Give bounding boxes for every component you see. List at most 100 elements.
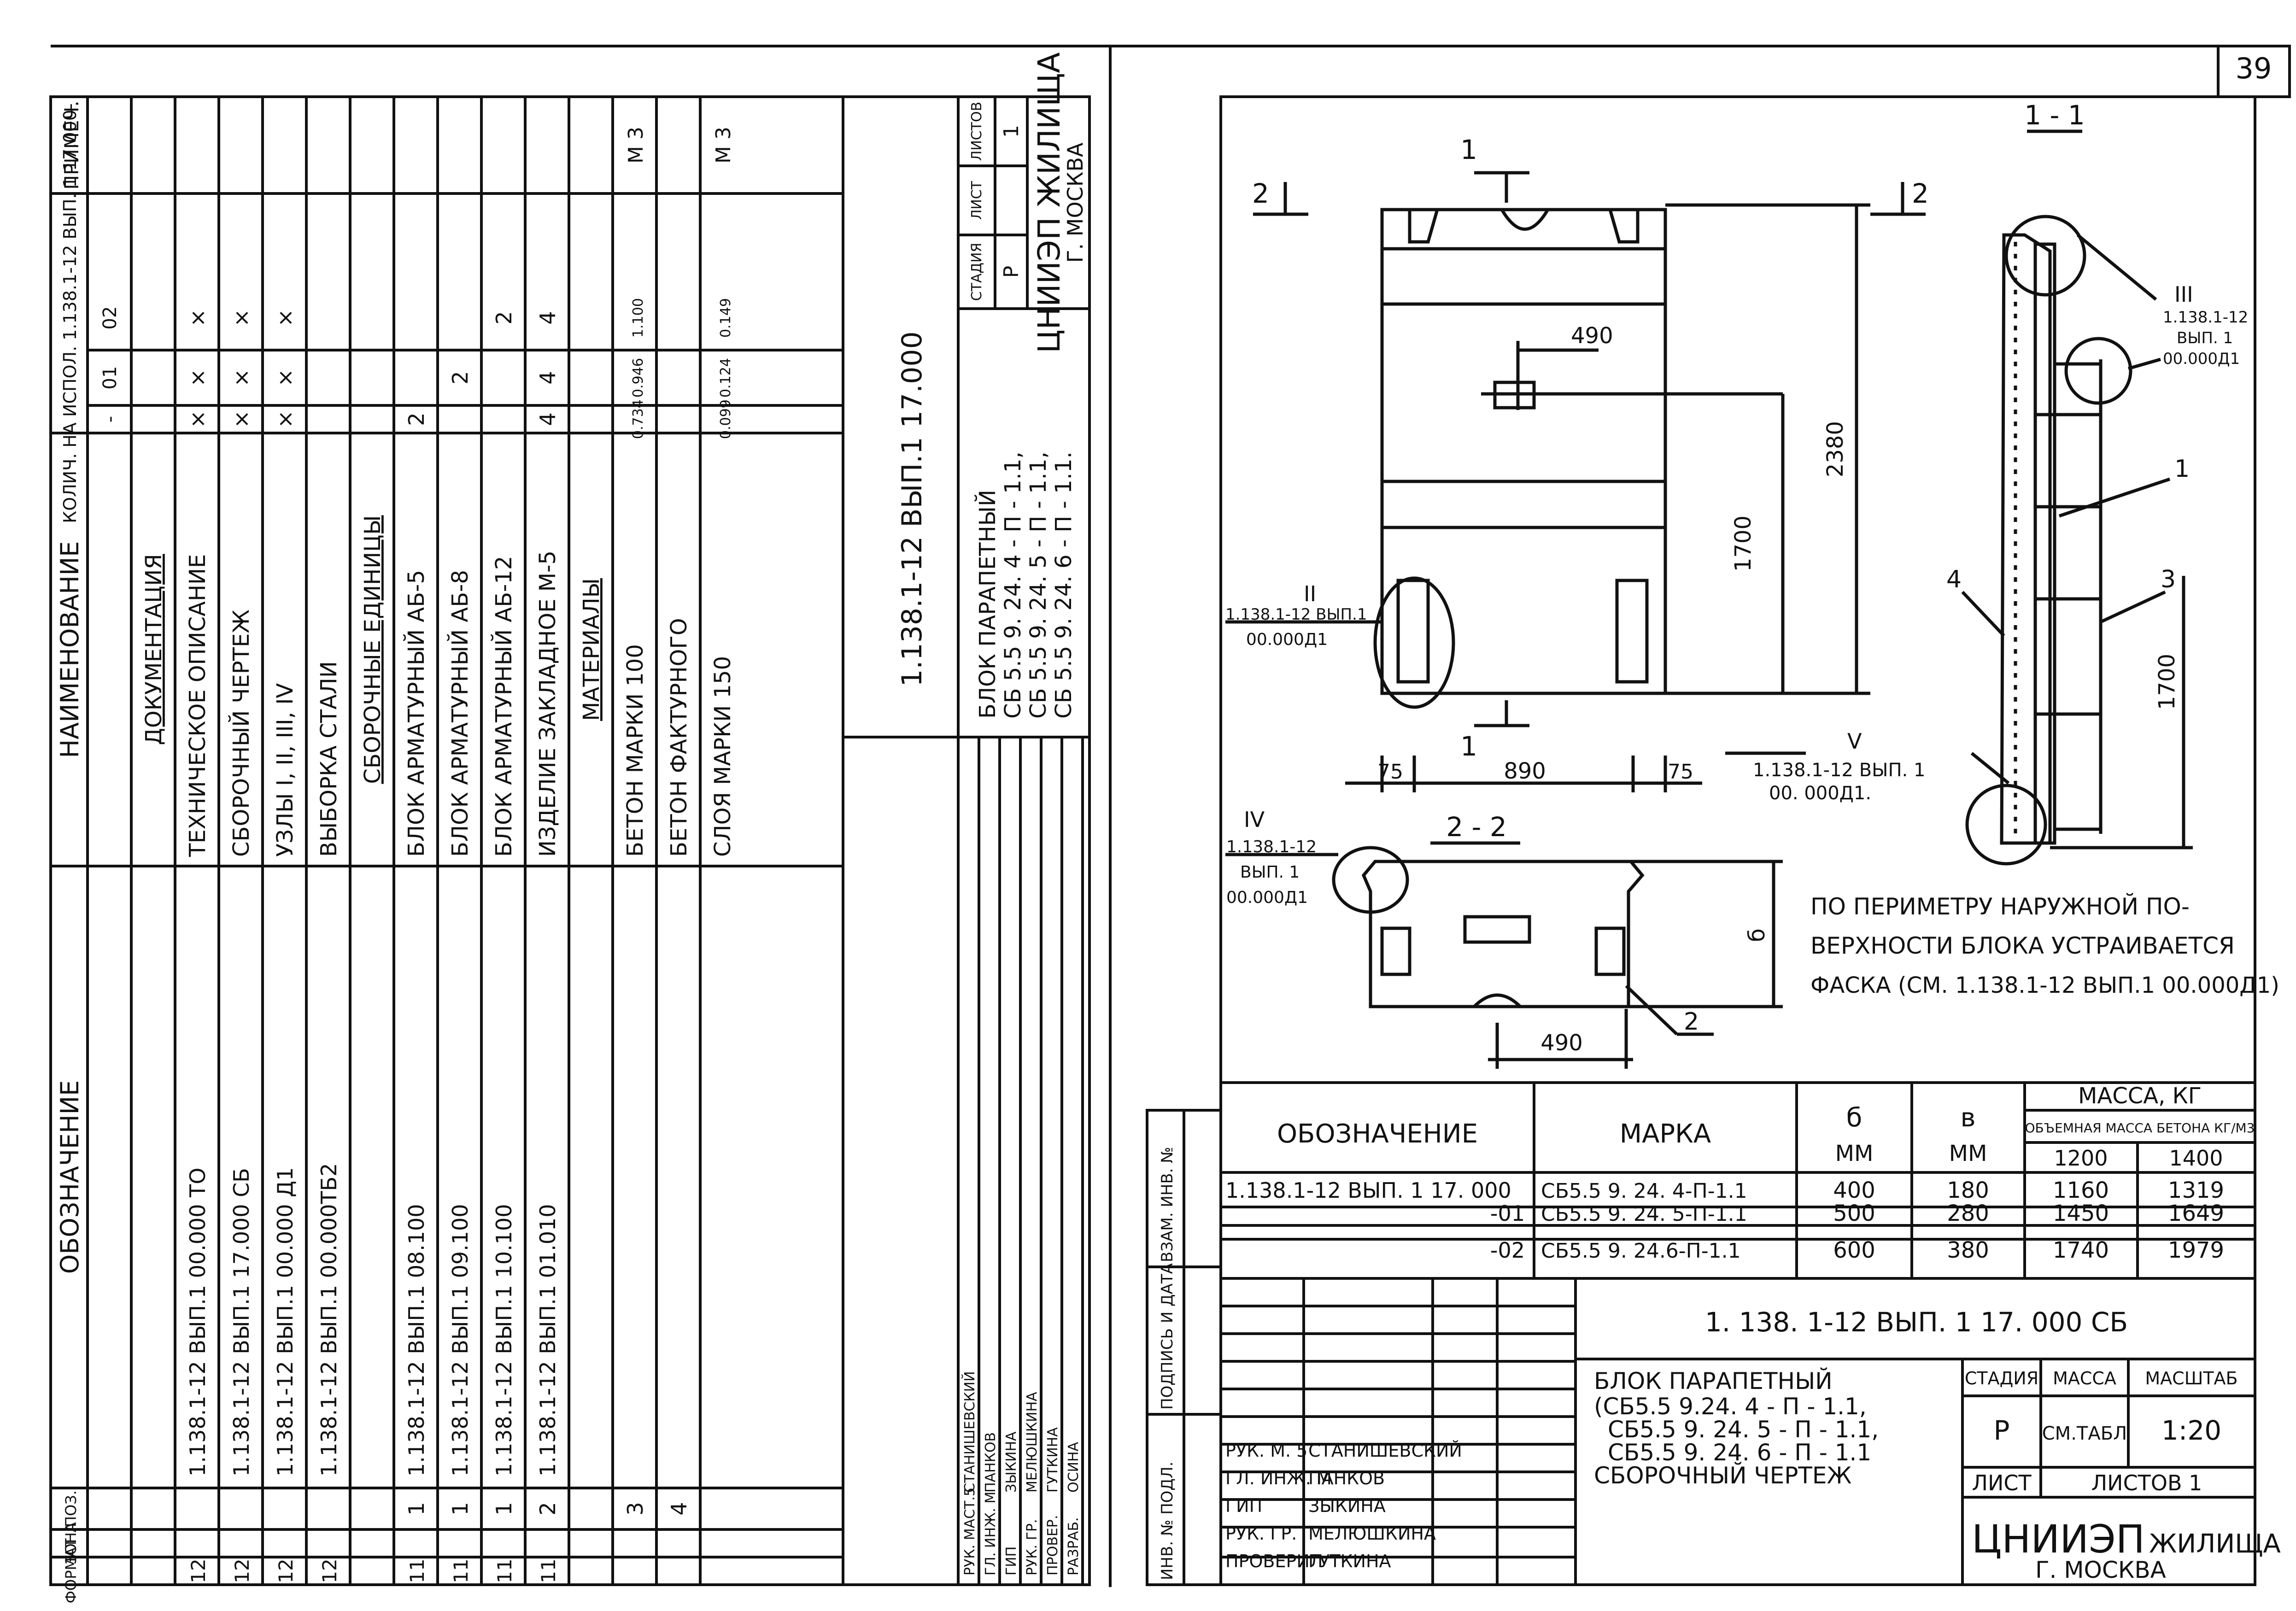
title-line-4: СБ5.5 9. 24. 6 - П - 1.1 <box>1608 1439 1871 1466</box>
spec-row-note: М 3 <box>712 127 735 164</box>
spec-signer-role: РУК. МАСТ.5 <box>962 1488 978 1576</box>
section-1-mark-bottom: 1 <box>1460 731 1477 762</box>
spec-signer-name: ГУТКИНА <box>1045 1427 1061 1493</box>
marks-row-v: 380 <box>1947 1237 1989 1263</box>
header-quantity: КОЛИЧ. НА ИСПОЛ. 1.138.1-12 ВЫП. 1 17.00… <box>60 103 80 523</box>
spec-row-name: СБОРОЧНЫЙ ЧЕРТЕЖ <box>228 609 254 857</box>
marks-header-v: в <box>1960 1103 1975 1133</box>
spec-stamp-grid <box>843 97 1089 1585</box>
spec-row-qty: × <box>185 369 210 387</box>
marks-header-b: б <box>1846 1103 1863 1133</box>
spec-row-qty: 0.734 <box>630 399 646 439</box>
spec-stamp-title-line: СБ 5.5 9. 24. 5 - П - 1.1, <box>1025 451 1051 719</box>
node-ii-label: II <box>1304 581 1316 606</box>
specification-headers: ФОРМАТЗОНАПОЗ.ОБОЗНАЧЕНИЕНАИМЕНОВАНИЕКОЛ… <box>55 100 84 1603</box>
specification-rotated: ФОРМАТЗОНАПОЗ.ОБОЗНАЧЕНИЕНАИМЕНОВАНИЕКОЛ… <box>49 52 1089 1604</box>
spec-row-name: БЛОК АРМАТУРНЫЙ АБ-8 <box>447 570 473 857</box>
marks-row-designation: -01 <box>1490 1201 1525 1226</box>
spec-row-designation: 1.138.1-12 ВЫП.1 00.000ТБ2 <box>316 1163 341 1476</box>
spec-signer-name: ОСИНА <box>1066 1441 1082 1493</box>
title-signer-row: РУК. ГР.МЕЛЮШКИНА <box>1225 1523 1436 1544</box>
spec-row-name: СЛОЯ МАРКИ 150 <box>710 656 736 857</box>
qty-column-header: 02 <box>100 306 121 330</box>
spec-row: СБОРОЧНЫЕ ЕДИНИЦЫ <box>360 515 386 784</box>
spec-row-name: БЛОК АРМАТУРНЫЙ АБ-5 <box>403 570 429 857</box>
dim-490-bottom: 490 <box>1540 1030 1583 1056</box>
spec-row-qty: 1.100 <box>630 298 646 338</box>
stage-value: Р <box>1994 1415 2010 1446</box>
spec-row-pos: 2 <box>535 1502 560 1515</box>
spec-row-format: 12 <box>275 1558 297 1583</box>
spec-row-pos: 1 <box>448 1502 473 1515</box>
marks-header-density: ОБЪЕМНАЯ МАССА БЕТОНА КГ/М3 <box>2025 1120 2255 1136</box>
qty-column-header: - <box>100 416 121 422</box>
title-signer-role: РУК. М. 5 <box>1225 1441 1307 1461</box>
section-22-outline <box>1361 860 1645 1008</box>
callout-1: 1 <box>2174 455 2190 483</box>
chamfer-note-line-3: ФАСКА (СМ. 1.138.1-12 ВЫП.1 00.000Д1) <box>1810 972 2279 998</box>
spec-row-qty: × <box>229 369 254 387</box>
spec-signer-role: ПРОВЕР. <box>1045 1515 1061 1576</box>
title-signer-name: МЕЛЮШКИНА <box>1308 1523 1436 1544</box>
spec-stamp-title-line: СБ 5.5 9. 24. 4 - П - 1.1, <box>1000 451 1026 719</box>
chamfer-note-line-2: ВЕРХНОСТИ БЛОКА УСТРАИВАЕТСЯ <box>1810 932 2235 959</box>
spec-row-pos: 1 <box>404 1502 429 1515</box>
chamfer-note-line-1: ПО ПЕРИМЕТРУ НАРУЖНОЙ ПО- <box>1810 893 2190 920</box>
node-iii-ref2: ВЫП. 1 <box>2177 329 2233 347</box>
spec-row: ДОКУМЕНТАЦИЯ <box>141 554 167 745</box>
spec-signer-name: ПАНКОВ <box>983 1432 999 1493</box>
spec-row-qty: 0.149 <box>718 298 734 338</box>
marks-row-b: 400 <box>1833 1177 1875 1203</box>
spec-stamp-stage: Р <box>1000 266 1023 278</box>
marks-row-lines <box>1221 1206 2255 1241</box>
spec-stamp-title-line: БЛОК ПАРАПЕТНЫЙ <box>974 490 1001 719</box>
sheet-label: ЛИСТ <box>1972 1470 2032 1495</box>
title-line-1: БЛОК ПАРАПЕТНЫЙ <box>1594 1367 1833 1394</box>
spec-row-qty: 4 <box>535 371 560 384</box>
spec-row-format: 11 <box>537 1558 560 1583</box>
marks-row-designation: -02 <box>1490 1238 1525 1263</box>
spec-row-designation: 1.138.1-12 ВЫП.1 01.010 <box>535 1204 560 1476</box>
node-iii-label: III <box>2174 282 2193 307</box>
marks-row-mark: СБ5.5 9. 24. 4-П-1.1 <box>1541 1179 1747 1203</box>
marks-header-b-unit: ММ <box>1835 1141 1874 1166</box>
organization-name: ЦНИИЭП <box>1972 1517 2145 1562</box>
spec-stamp-org: ЦНИИЭП ЖИЛИЩА <box>1031 52 1067 353</box>
header-name: НАИМЕНОВАНИЕ <box>55 541 84 758</box>
title-line-2: (СБ5.5 9.24. 4 - П - 1.1, <box>1594 1393 1867 1420</box>
marks-row-v: 180 <box>1947 1177 1989 1203</box>
node-iv-ref: 1.138.1-12 <box>1226 838 1317 856</box>
spec-signer-role: ГИП <box>1003 1547 1019 1576</box>
header-zone: ЗОНА <box>62 1522 80 1564</box>
node-iv-ref2: ВЫП. 1 <box>1240 863 1300 882</box>
spec-row-name: ВЫБОРКА СТАЛИ <box>316 661 342 857</box>
marks-header-mark: МАРКА <box>1620 1119 1711 1149</box>
callout-2: 2 <box>1684 1008 1699 1036</box>
spec-row: 121.138.1-12 ВЫП.1 00.000 ТОТЕХНИЧЕСКОЕ … <box>185 309 211 1583</box>
marks-row-mass-1400: 1649 <box>2168 1201 2224 1226</box>
title-signer-role: ГЛ. ИНЖ. М <box>1225 1468 1332 1488</box>
spec-row-name: БЕТОН ФАКТУРНОГО <box>666 618 692 857</box>
marks-row-b: 500 <box>1833 1201 1875 1226</box>
spec-row-qty: × <box>273 410 298 428</box>
section-11-outline <box>2000 233 2052 845</box>
dim-890: 890 <box>1504 758 1546 784</box>
spec-row-qty: 4 <box>535 311 560 324</box>
marks-row: 1.138.1-12 ВЫП. 1 17. 000 СБ5.5 9. 24. 4-… <box>1225 1177 2224 1203</box>
header-note: ПРИМЕЧ. <box>60 100 83 189</box>
section-11-title: 1 - 1 <box>2024 100 2085 131</box>
node-iii-doc: 00.000Д1 <box>2163 350 2240 368</box>
spec-row-qty: 2 <box>492 311 516 324</box>
marks-row-designation: 1.138.1-12 ВЫП. 1 17. 000 <box>1225 1178 1511 1203</box>
